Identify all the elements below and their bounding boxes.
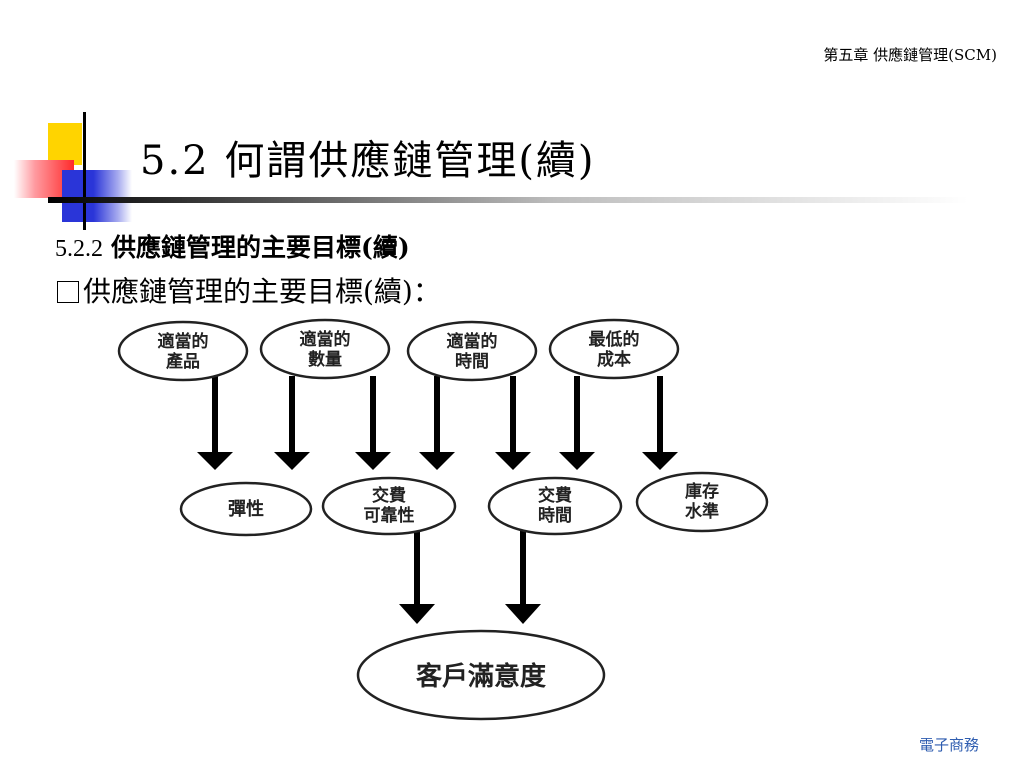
slide-title: 5.2 何謂供應鏈管理(續): [140, 138, 596, 184]
decor-vertical-line: [83, 112, 86, 230]
factor-node: 庫存 水準: [635, 471, 769, 533]
goal-node: 適當的 數量: [259, 318, 391, 380]
decor-blue-square: [62, 170, 132, 222]
factor-node-line2: 時間: [538, 505, 572, 526]
arrow-down-icon: [419, 452, 455, 470]
subheading-text: 供應鏈管理的主要目標(續): [111, 233, 410, 262]
factor-node: 彈性: [179, 481, 313, 537]
factor-node-line1: 交費: [372, 485, 406, 506]
goal-node-line1: 適當的: [158, 331, 209, 352]
arrow-shaft: [657, 376, 663, 454]
arrow-shaft: [370, 376, 376, 454]
goal-node: 適當的 時間: [406, 320, 538, 382]
arrow-shaft: [212, 376, 218, 454]
arrow-down-icon: [559, 452, 595, 470]
arrow-shaft: [289, 376, 295, 454]
goal-node-line1: 適當的: [300, 329, 351, 350]
arrow-shaft: [520, 530, 526, 606]
factor-node: 交費 可靠性: [321, 476, 457, 536]
result-node-label: 客戶滿意度: [416, 661, 546, 692]
arrow-down-icon: [495, 452, 531, 470]
title-underline: [48, 197, 968, 203]
arrow-shaft: [414, 530, 420, 606]
footer-course-name: 電子商務: [918, 736, 979, 754]
goal-node-line2: 數量: [308, 349, 342, 370]
goal-node-line1: 最低的: [589, 329, 640, 350]
arrow-down-icon: [642, 452, 678, 470]
factor-node: 交費 時間: [487, 476, 623, 536]
subheading-number: 5.2.2: [55, 236, 103, 262]
subheading: 5.2.2 供應鏈管理的主要目標(續): [55, 228, 410, 264]
factor-node-line1: 交費: [538, 485, 572, 506]
arrow-down-icon: [399, 604, 435, 624]
factor-node-line1: 庫存: [685, 481, 719, 502]
goal-node-line2: 產品: [166, 351, 200, 372]
factor-node-line2: 可靠性: [364, 505, 415, 526]
arrow-down-icon: [197, 452, 233, 470]
diagram-arrows: [197, 376, 678, 624]
bullet-text: 供應鏈管理的主要目標(續)：: [83, 275, 441, 308]
goal-node-line2: 時間: [455, 351, 489, 372]
arrow-down-icon: [505, 604, 541, 624]
arrow-down-icon: [355, 452, 391, 470]
goal-node: 最低的 成本: [548, 318, 680, 380]
goal-node: 適當的 產品: [117, 320, 249, 382]
factor-node-line2: 水準: [685, 501, 719, 522]
decor-yellow-square: [48, 123, 82, 165]
arrow-shaft: [434, 376, 440, 454]
result-node: 客戶滿意度: [356, 629, 606, 721]
bullet-square-icon: [57, 281, 79, 303]
goal-node-line1: 適當的: [447, 331, 498, 352]
arrow-shaft: [510, 376, 516, 454]
arrow-down-icon: [274, 452, 310, 470]
goal-node-line2: 成本: [597, 349, 631, 370]
factor-node-label: 彈性: [228, 498, 264, 520]
bullet-item: 供應鏈管理的主要目標(續)：: [57, 270, 441, 310]
chapter-header: 第五章 供應鏈管理(SCM): [823, 46, 997, 64]
arrow-shaft: [574, 376, 580, 454]
